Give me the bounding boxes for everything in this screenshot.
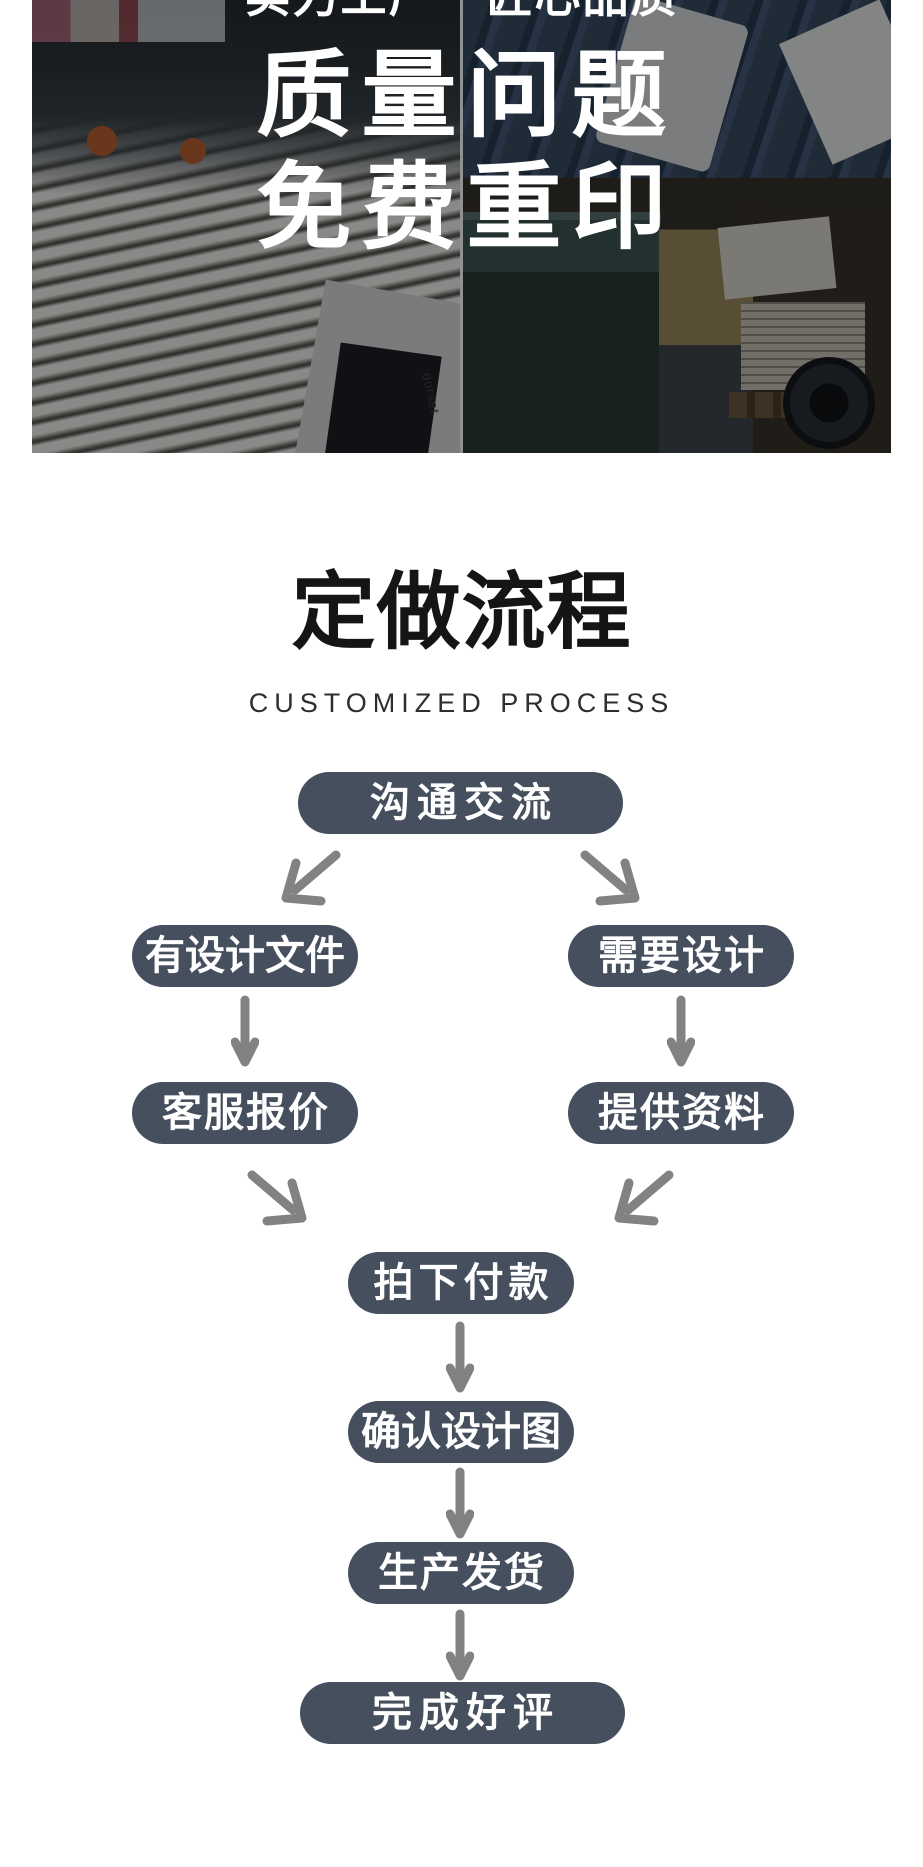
arrow-down-icon bbox=[446, 1467, 474, 1539]
arrow-down-icon bbox=[446, 1321, 474, 1393]
arrow-down-left-icon bbox=[281, 850, 341, 906]
arrow-down-left-icon bbox=[614, 1170, 674, 1226]
photo-printing-press: dorset bbox=[32, 0, 460, 453]
hero-tagline: 实力工厂 匠心品质 bbox=[32, 0, 891, 19]
flow-step-communicate: 沟通交流 bbox=[298, 772, 623, 834]
printed-sheets-graphic bbox=[32, 0, 225, 42]
press-roller-graphic bbox=[87, 126, 117, 156]
headline-line2: 免费重印 bbox=[256, 155, 677, 261]
hero-headline: 质量问题 免费重印 bbox=[32, 40, 891, 264]
photo-factory-worker bbox=[463, 0, 891, 453]
arrow-down-icon bbox=[231, 995, 259, 1067]
flow-step-provide-materials: 提供资料 bbox=[568, 1082, 794, 1144]
flow-step-complete-review: 完成好评 bbox=[300, 1682, 625, 1744]
arrow-down-right-icon bbox=[247, 1170, 307, 1226]
section-title: 定做流程 bbox=[291, 565, 632, 659]
flow-step-service-quote: 客服报价 bbox=[132, 1082, 358, 1144]
flow-step-need-design: 需要设计 bbox=[568, 925, 794, 987]
dark-overlay bbox=[32, 0, 891, 453]
flow-step-confirm-design: 确认设计图 bbox=[348, 1401, 574, 1463]
hero-banner: dorset 实力工厂 匠心品质 质量问题 免费重印 bbox=[32, 0, 891, 453]
floor-fan-graphic bbox=[783, 357, 875, 449]
press-machine-graphic bbox=[463, 212, 661, 453]
flow-step-have-design-file: 有设计文件 bbox=[132, 925, 358, 987]
press-roller-graphic bbox=[180, 138, 206, 164]
headline-line1: 质量问题 bbox=[256, 43, 677, 149]
flow-step-production-shipping: 生产发货 bbox=[348, 1542, 574, 1604]
section-subtitle: CUSTOMIZED PROCESS bbox=[248, 688, 675, 718]
arrow-down-icon bbox=[446, 1609, 474, 1681]
arrow-down-right-icon bbox=[580, 850, 640, 906]
tagline-strength-factory: 实力工厂 bbox=[245, 0, 437, 19]
tagline-craftsmanship-quality: 匠心品质 bbox=[487, 0, 679, 19]
flow-step-order-and-pay: 拍下付款 bbox=[348, 1252, 574, 1314]
arrow-down-icon bbox=[667, 995, 695, 1067]
